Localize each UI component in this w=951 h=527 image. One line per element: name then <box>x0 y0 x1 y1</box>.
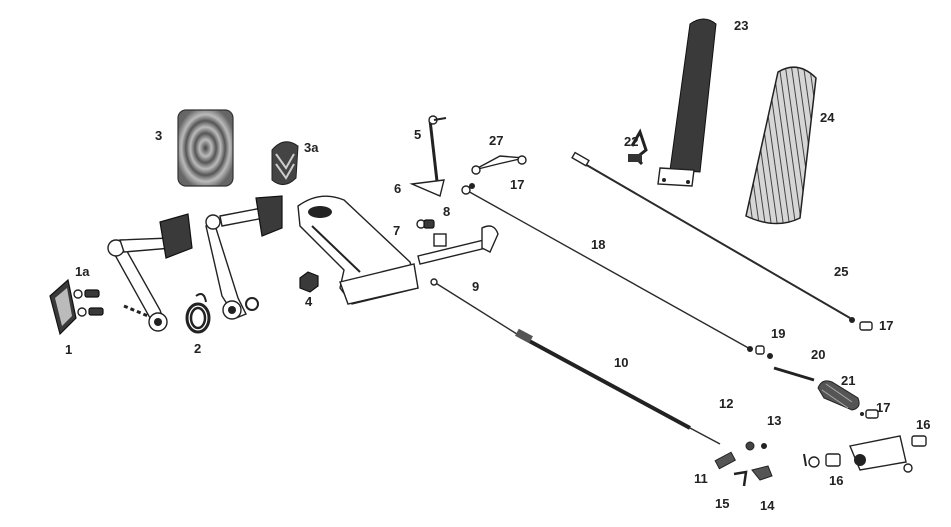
callout-5: 5 <box>414 127 421 142</box>
callout-16b: 16 <box>916 417 930 432</box>
link-part-27 <box>471 155 527 175</box>
brake-pedal-arm <box>107 213 193 332</box>
accelerator-cable-part-18 <box>461 185 753 351</box>
clip-part-14 <box>751 465 773 481</box>
accelerator-pedal-part-23 <box>657 18 717 187</box>
callout-21: 21 <box>841 373 855 388</box>
callout-14: 14 <box>760 498 775 513</box>
callout-25: 25 <box>834 264 848 279</box>
pedal-rubber-part-3 <box>177 109 234 187</box>
callout-1: 1 <box>65 342 72 357</box>
callout-8: 8 <box>443 204 450 219</box>
bolts-part-1a <box>73 289 104 317</box>
pin-part-20 <box>773 366 815 382</box>
callout-20: 20 <box>811 347 825 362</box>
callout-17a: 17 <box>510 177 524 192</box>
callout-22: 22 <box>624 134 638 149</box>
spring-clip-part-22 <box>628 128 648 166</box>
callout-17b: 17 <box>879 318 893 333</box>
callout-23: 23 <box>734 18 748 33</box>
callout-labels: 1 1a 2 3 3a 4 5 6 7 8 9 10 11 12 13 14 1… <box>65 18 930 513</box>
throttle-rod-part-5 <box>428 115 447 191</box>
callout-27: 27 <box>489 133 503 148</box>
clip-part-15 <box>733 470 748 487</box>
callout-15: 15 <box>715 496 729 511</box>
callout-4: 4 <box>305 294 313 309</box>
pedal-rubber-part-3a <box>271 141 299 185</box>
lever-part-6 <box>409 179 445 197</box>
callout-17c: 17 <box>876 400 890 415</box>
callout-19: 19 <box>771 326 785 341</box>
bolt-part-17-c <box>860 409 879 419</box>
callout-2: 2 <box>194 341 201 356</box>
bushing-part-8 <box>433 233 447 247</box>
callout-3: 3 <box>155 128 162 143</box>
return-spring-part-2 <box>185 293 211 334</box>
pedal-plate-part-1 <box>49 278 77 336</box>
bolt-part-17-b <box>859 321 873 331</box>
cable-end-part-19 <box>747 345 773 359</box>
clutch-cable-part-10 <box>430 278 721 445</box>
bolt-part-7 <box>416 219 435 229</box>
bolt-part-17-a <box>469 183 475 189</box>
callout-18: 18 <box>591 237 605 252</box>
nut-part-13 <box>761 443 767 449</box>
callout-24: 24 <box>820 110 835 125</box>
callout-12: 12 <box>719 396 733 411</box>
ribbed-pad-part-24 <box>745 66 817 225</box>
callout-3a: 3a <box>304 140 319 155</box>
bushing-part-11 <box>714 451 736 470</box>
callout-16a: 16 <box>829 473 843 488</box>
callout-1a: 1a <box>75 264 90 279</box>
callout-9: 9 <box>472 279 479 294</box>
cross-shaft <box>417 225 499 265</box>
pivot-bracket-part-16 <box>803 435 927 473</box>
callout-13: 13 <box>767 413 781 428</box>
grip-part-21 <box>817 380 860 411</box>
callout-11: 11 <box>694 471 708 486</box>
clutch-pedal-arm <box>205 195 283 320</box>
accelerator-rod-part-25 <box>571 151 855 323</box>
callout-6: 6 <box>394 181 401 196</box>
callout-7: 7 <box>393 223 400 238</box>
pedal-bracket <box>297 195 419 305</box>
callout-10: 10 <box>614 355 628 370</box>
nut-part-4 <box>299 271 319 293</box>
washer-part-12 <box>745 441 755 451</box>
